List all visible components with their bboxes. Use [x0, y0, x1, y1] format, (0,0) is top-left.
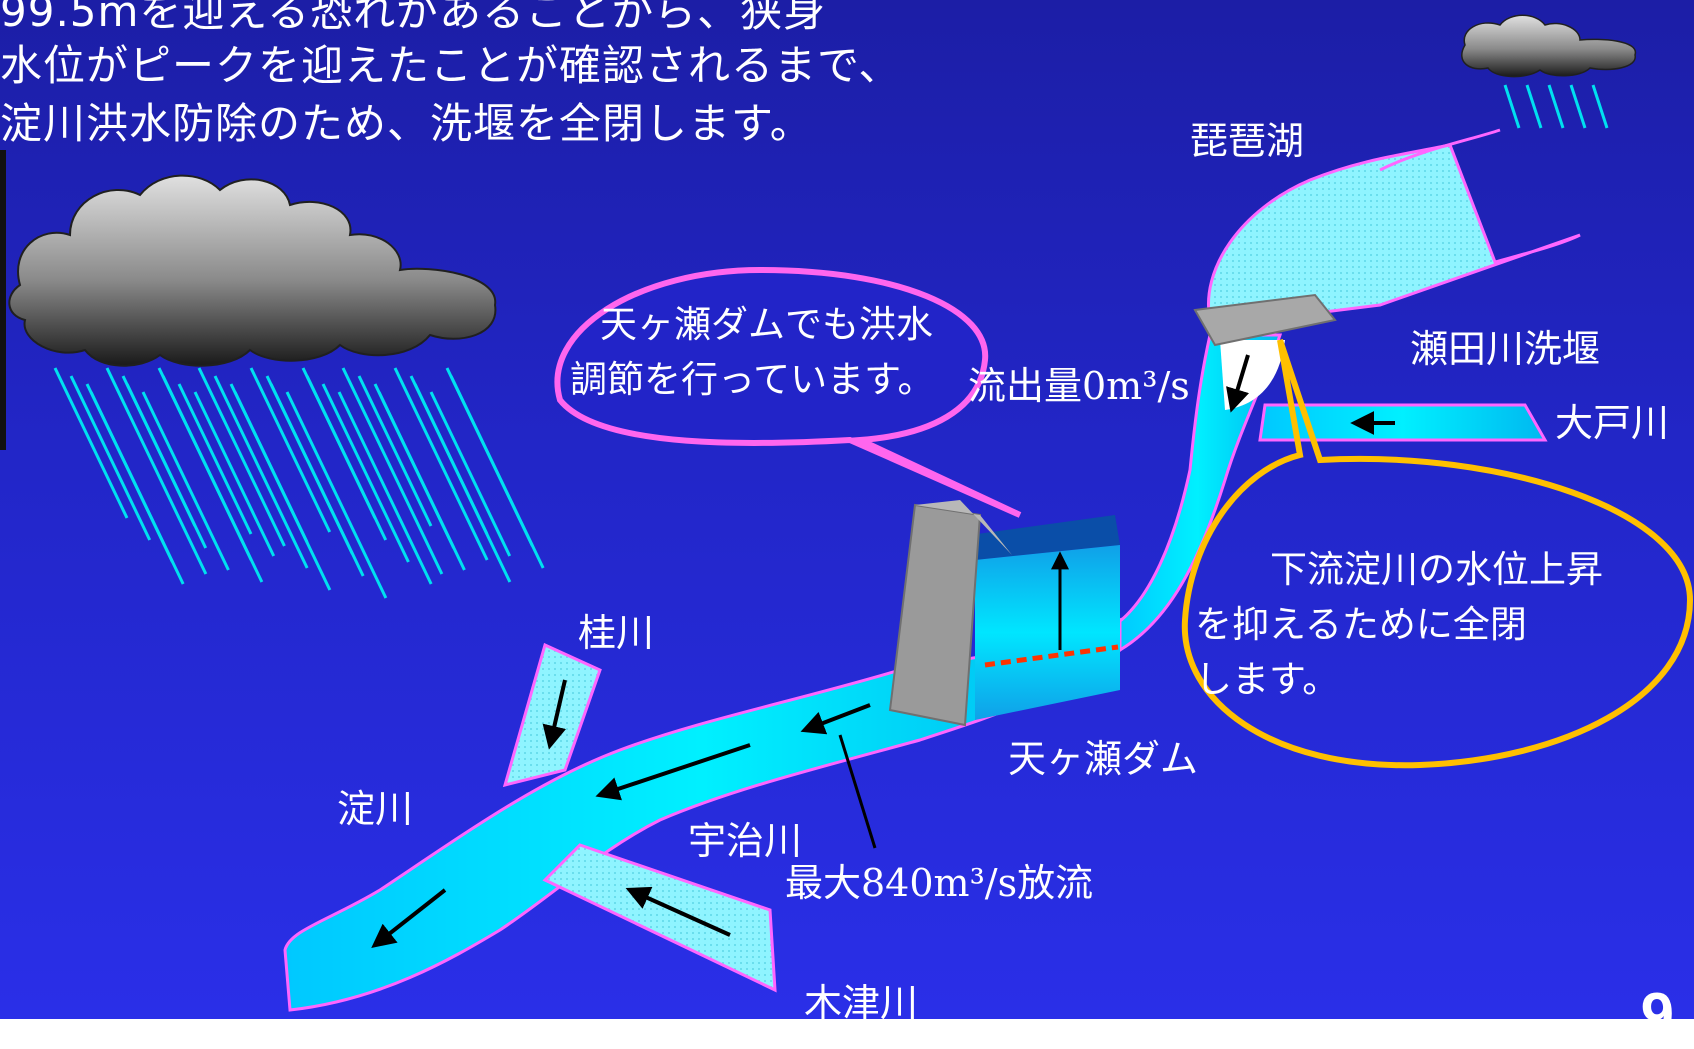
label-outflow: 流出量0m³/s — [968, 364, 1190, 408]
rain-streak — [321, 383, 410, 563]
kizu-river — [542, 843, 777, 993]
rain-streak — [1547, 84, 1565, 129]
rain-streak — [105, 367, 208, 575]
flood-water-level-line — [984, 644, 1119, 668]
heading-line-1: 99.5mを迎える恐れがあることから、狭身 — [0, 0, 827, 36]
dam-callout-text-2: 調節を行っています。 — [570, 358, 935, 401]
rain-streak — [233, 391, 309, 543]
flow-arrow-icon — [371, 888, 447, 948]
release-leader-line — [838, 734, 877, 849]
flow-arrow-icon — [625, 886, 731, 937]
rain-streak — [1591, 84, 1609, 129]
slide: 99.5mを迎える恐れがあることから、狭身 水位がピークを迎えたことが確認される… — [0, 0, 1694, 1019]
amagase-dam-structure — [888, 500, 1120, 727]
rain-streak — [249, 367, 332, 533]
label-max-release: 最大840m³/s放流 — [785, 861, 1094, 905]
label-uji-river: 宇治川 — [688, 819, 803, 863]
weir-callout-text-2: を抑えるために全閉 — [1195, 603, 1527, 646]
flood-control-diagram — [8, 14, 1694, 1012]
weir-callout-bubble — [1181, 339, 1694, 769]
katsura-river — [502, 642, 602, 788]
dam-callout-text-1: 天ヶ瀬ダムでも洪水 — [600, 303, 933, 346]
rain-streak — [449, 375, 545, 569]
rain-streak — [1503, 84, 1521, 129]
heading-line-2: 水位がピークを迎えたことが確認されるまで、 — [0, 41, 902, 90]
rain-streak — [177, 383, 253, 535]
storm-rain-lines — [53, 367, 545, 599]
label-yodo-river: 淀川 — [337, 787, 414, 831]
small-cloud-icon — [1461, 14, 1636, 78]
rain-streak — [285, 391, 388, 599]
rain-streak — [161, 375, 264, 583]
flow-arrow-icon — [542, 679, 567, 750]
rain-streak — [1569, 84, 1587, 129]
dam-callout-bubble — [554, 266, 1022, 518]
label-katsura-river: 桂川 — [578, 611, 655, 655]
rain-streak — [213, 375, 309, 569]
rain-streak — [1525, 84, 1543, 129]
odo-river — [1258, 403, 1548, 442]
rain-streak — [341, 367, 444, 575]
flow-arrow-icon — [1226, 354, 1250, 413]
page-number: 9 — [1640, 981, 1674, 1048]
label-odo-river: 大戸川 — [1555, 401, 1670, 445]
rain-streak — [269, 383, 365, 577]
left-edge-bar — [0, 150, 6, 450]
rain-streak — [193, 391, 276, 557]
rain-streak — [69, 375, 152, 541]
rain-streak — [125, 383, 208, 549]
rain-streak — [413, 383, 489, 535]
rain-streak — [357, 375, 433, 527]
heading-line-3: 淀川洪水防除のため、洗堰を全閉します。 — [0, 99, 813, 148]
small-rain-lines — [1503, 84, 1609, 129]
flow-arrow-icon — [595, 743, 751, 801]
label-biwako: 琵琶湖 — [1190, 119, 1305, 163]
rain-streak — [141, 391, 230, 571]
weir-callout-text-3: します。 — [1195, 658, 1340, 701]
rain-streak — [337, 391, 433, 585]
rain-streak — [305, 375, 388, 541]
flow-arrow-icon — [800, 703, 871, 735]
rain-streak — [197, 367, 286, 547]
label-amagase-dam: 天ヶ瀬ダム — [1008, 737, 1199, 781]
rain-streak — [377, 391, 466, 571]
rain-streak — [53, 367, 129, 519]
rain-streak — [429, 391, 512, 557]
rain-streak — [89, 391, 185, 585]
label-seta-weir: 瀬田川洗堰 — [1410, 327, 1601, 371]
rain-streak — [393, 367, 489, 561]
weir-callout-text-1: 下流淀川の水位上昇 — [1270, 548, 1603, 591]
storm-cloud-icon — [8, 174, 497, 367]
seta-weir-structure — [1193, 293, 1337, 347]
label-kizu-river: 木津川 — [804, 981, 919, 1025]
lake-biwa — [1207, 143, 1581, 322]
